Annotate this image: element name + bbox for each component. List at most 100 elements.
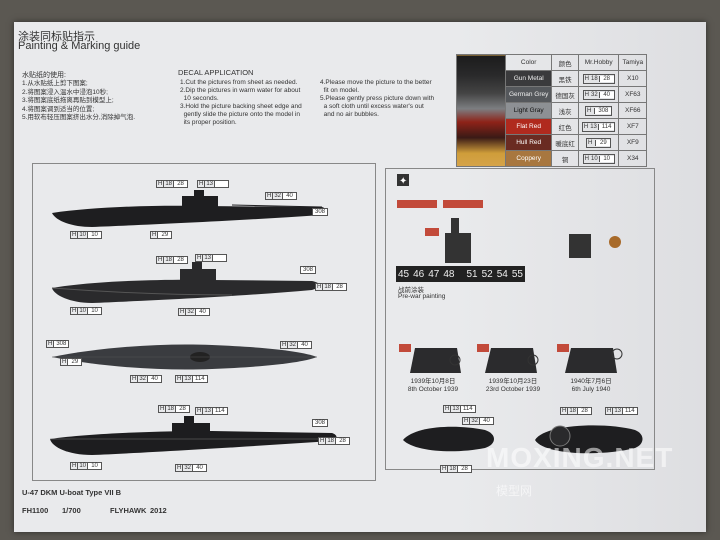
conning-tower-detail — [425, 218, 471, 263]
hull-number-decals: 45 46 47 48 51 52 54 55 — [396, 266, 525, 282]
title-english: Painting & Marking guide — [18, 40, 141, 52]
tamiya-ref: XF63 — [618, 86, 648, 103]
decal-instructions-col1: 1.Cut the pictures from sheet as needed.… — [180, 79, 302, 126]
color-cn: 暖底红 — [551, 134, 579, 151]
tamiya-ref: XF9 — [618, 134, 648, 151]
color-cn: 德国灰 — [551, 86, 579, 103]
footer-scale: 1/700 — [62, 506, 81, 515]
table-header-color: Color — [504, 54, 553, 71]
submarine-side-view-2 — [51, 262, 320, 303]
tamiya-ref: X10 — [618, 70, 648, 87]
footer-model-name: U-47 DKM U-boat Type VII B — [22, 488, 122, 497]
footer-year: 2012 — [150, 506, 167, 515]
table-header-mrhobby: Mr.Hobby — [577, 54, 620, 71]
submarine-drawings — [50, 190, 337, 455]
submarine-side-view-1 — [52, 190, 327, 227]
submarine-top-view — [52, 344, 317, 370]
callout-h308-b: 308 — [300, 266, 317, 274]
decal-number: 45 — [398, 268, 410, 280]
instructions-cn-heading: 水贴纸的使用: — [22, 72, 66, 79]
svg-text:✦: ✦ — [399, 176, 407, 187]
watermark-sub: 模型网 — [496, 484, 533, 498]
color-swatch-column — [456, 54, 506, 167]
conning-tower-detail-2 — [569, 234, 621, 258]
color-cn: 红色 — [551, 118, 579, 135]
prewar-label-cn: 战前涂装 — [398, 287, 424, 294]
decal-number: 47 — [428, 268, 440, 280]
variant-tower-1 — [399, 344, 461, 373]
table-header-cn: 颜色 — [551, 54, 579, 71]
decal-number: 52 — [481, 268, 493, 280]
decal-sheet-sample: ✦ — [397, 174, 483, 208]
decal-number: 48 — [443, 268, 455, 280]
color-name: Flat Red — [504, 118, 553, 135]
callout-h308-d: 308 — [312, 419, 329, 427]
tower-top-view-2 — [535, 425, 643, 454]
decal-number: 51 — [466, 268, 478, 280]
decal-application-heading: DECAL APPLICATION — [178, 68, 254, 77]
color-cn: 铜 — [551, 150, 579, 167]
submarine-side-view-4 — [50, 416, 337, 455]
prewar-label-en: Pre-war painting — [398, 293, 446, 300]
marking-drawings: ✦ — [397, 174, 643, 454]
color-name: German Grey — [504, 86, 553, 103]
color-cn: 黑铁 — [551, 70, 579, 87]
footer-brand: FLYHAWK — [110, 506, 147, 515]
variant-tower-3 — [557, 344, 623, 373]
watermark: MOXING.NET — [486, 442, 674, 473]
table-header-tamiya: Tamiya — [618, 54, 648, 71]
title-chinese: 涂装同标贴指示 — [18, 31, 95, 43]
tamiya-ref: X34 — [618, 150, 648, 167]
decal-number: 46 — [413, 268, 425, 280]
callout-h308-a: 308 — [312, 208, 329, 216]
hull-views-panel — [32, 163, 376, 481]
tamiya-ref: XF7 — [618, 118, 648, 135]
color-name: Gun Metal — [504, 70, 553, 87]
color-name: Coppery — [504, 150, 553, 167]
color-name: Light Gray — [504, 102, 553, 119]
color-name: Hull Red — [504, 134, 553, 151]
tamiya-ref: XF66 — [618, 102, 648, 119]
decal-instructions-col2: 4.Please move the picture to the better … — [320, 79, 435, 118]
decal-number: 55 — [511, 268, 523, 280]
markings-panel — [385, 168, 655, 470]
decal-number: 54 — [496, 268, 508, 280]
